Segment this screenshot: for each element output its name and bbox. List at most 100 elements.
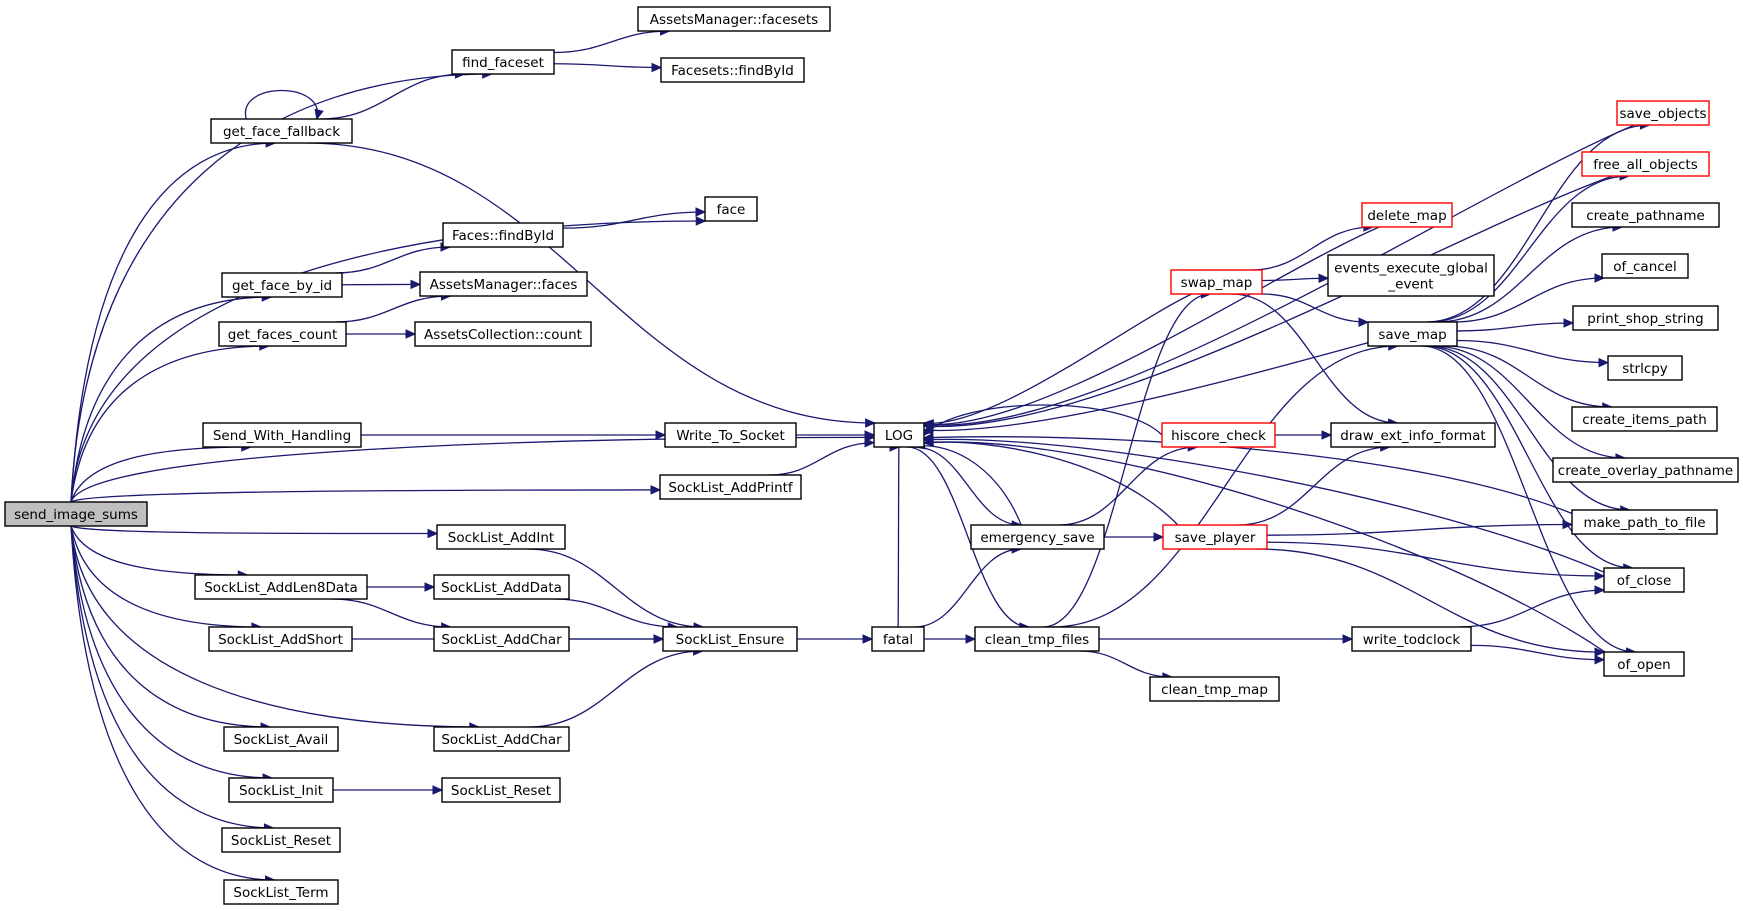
- node-label: save_objects: [1620, 106, 1707, 122]
- call-edge-get_face_fallback-to-get_face_fallback: [244, 89, 324, 121]
- function-node-log[interactable]: LOG: [873, 422, 925, 448]
- call-edge-send_image_sums-to-get_faces_count: [70, 341, 270, 503]
- call-edge-SockList_AddLen8Data-to-SockList_AddData: [367, 582, 436, 592]
- function-node-find-faceset[interactable]: find_faceset: [451, 49, 555, 75]
- node-box: [660, 57, 805, 83]
- arrowhead: [314, 108, 324, 121]
- function-node-delete-map[interactable]: delete_map: [1361, 202, 1453, 228]
- function-node-fatal[interactable]: fatal: [871, 626, 925, 652]
- node-box: [1603, 651, 1685, 677]
- node-box: [1572, 305, 1719, 331]
- function-node-socklist-addint[interactable]: SockList_AddInt: [436, 524, 566, 550]
- call-edge-free_all_objects-to-LOG: [922, 175, 1613, 432]
- function-node-hiscore-check[interactable]: hiscore_check: [1161, 422, 1276, 448]
- node-label: find_faceset: [462, 55, 544, 71]
- node-box: [433, 726, 570, 752]
- function-node-free-all-objects[interactable]: free_all_objects: [1581, 151, 1710, 177]
- call-edge-clean_tmp_files-to-write_todclock: [1098, 634, 1354, 644]
- function-node-events-execute-global-event[interactable]: events_execute_global_event: [1327, 254, 1495, 297]
- function-node-am-faces[interactable]: AssetsManager::faces: [419, 271, 588, 297]
- node-label: SockList_Init: [239, 783, 323, 799]
- function-node-get-face-fallback[interactable]: get_face_fallback: [210, 118, 353, 144]
- call-edge-fatal-to-clean_tmp_files: [923, 634, 977, 644]
- node-box: [662, 626, 798, 652]
- node-box: [871, 626, 925, 652]
- function-node-of-cancel[interactable]: of_cancel: [1601, 253, 1689, 279]
- call-edge-send_image_sums-to-SockList_AddLen8Data: [70, 525, 249, 580]
- function-node-print-shop-string[interactable]: print_shop_string: [1572, 305, 1719, 331]
- call-edge-hiscore_check-to-draw_ext_info_format: [1275, 430, 1333, 440]
- function-node-socklist-term[interactable]: SockList_Term: [223, 879, 339, 905]
- function-node-get-face-by-id[interactable]: get_face_by_id: [221, 272, 343, 298]
- function-node-of-close[interactable]: of_close: [1603, 567, 1685, 593]
- node-label: create_items_path: [1582, 412, 1707, 428]
- function-node-get-faces-count[interactable]: get_faces_count: [218, 321, 347, 347]
- function-node-strlcpy[interactable]: strlcpy: [1607, 355, 1683, 381]
- function-node-face[interactable]: face: [704, 196, 758, 222]
- node-box: [1616, 100, 1710, 126]
- function-node-socklist-init[interactable]: SockList_Init: [228, 777, 334, 803]
- function-node-emergency-save[interactable]: emergency_save: [970, 524, 1105, 550]
- node-label: free_all_objects: [1593, 157, 1698, 173]
- function-node-create-pathname[interactable]: create_pathname: [1571, 202, 1720, 228]
- node-box: [451, 49, 555, 75]
- node-label: SockList_AddChar: [441, 632, 562, 648]
- arrowhead: [862, 634, 874, 644]
- node-label: draw_ext_info_format: [1340, 428, 1485, 444]
- node-label: of_close: [1617, 573, 1672, 589]
- call-edge-send_image_sums-to-SockList_AddPrintf: [70, 485, 662, 503]
- function-node-make-path-to-file[interactable]: make_path_to_file: [1571, 509, 1718, 535]
- arrowhead: [1358, 317, 1370, 327]
- call-edge-get_face_fallback-to-LOG: [305, 142, 876, 428]
- node-label: AssetsCollection::count: [424, 327, 582, 343]
- function-node-clean-tmp-files[interactable]: clean_tmp_files: [974, 626, 1100, 652]
- function-node-socklist-addprintf[interactable]: SockList_AddPrintf: [659, 474, 802, 500]
- function-node-send-with-handling[interactable]: Send_With_Handling: [202, 422, 362, 448]
- function-node-ac-count[interactable]: AssetsCollection::count: [414, 321, 592, 347]
- function-node-am-facesets[interactable]: AssetsManager::facesets: [637, 6, 831, 32]
- node-box: [637, 6, 831, 32]
- function-node-send-image-sums[interactable]: send_image_sums: [4, 501, 148, 527]
- function-node-faces-findbyid[interactable]: Faces::findById: [442, 222, 564, 248]
- function-node-write-to-socket[interactable]: Write_To_Socket: [664, 422, 797, 448]
- call-edge-save_player-to-of_close: [1266, 541, 1606, 581]
- call-edge-save_map-to-of_cancel: [1453, 273, 1606, 323]
- function-node-socklist-addchar-a[interactable]: SockList_AddChar: [433, 626, 570, 652]
- function-node-socklist-adddata[interactable]: SockList_AddData: [433, 574, 570, 600]
- function-node-of-open[interactable]: of_open: [1603, 651, 1685, 677]
- function-node-save-player[interactable]: save_player: [1162, 524, 1268, 550]
- function-node-create-items-path[interactable]: create_items_path: [1571, 406, 1718, 432]
- function-node-write-todclock[interactable]: write_todclock: [1351, 626, 1472, 652]
- function-node-facesets-findbyid[interactable]: Facesets::findById: [660, 57, 805, 83]
- node-label: save_map: [1378, 327, 1446, 343]
- function-node-socklist-reset-a[interactable]: SockList_Reset: [441, 777, 561, 803]
- function-node-clean-tmp-map[interactable]: clean_tmp_map: [1149, 676, 1280, 702]
- function-node-socklist-addshort[interactable]: SockList_AddShort: [208, 626, 353, 652]
- call-edge-Send_With_Handling-to-Write_To_Socket: [361, 430, 667, 440]
- node-label: make_path_to_file: [1583, 515, 1705, 531]
- node-box: [1571, 202, 1720, 228]
- arrowhead: [427, 528, 439, 539]
- call-edge-SockList_AddData-to-SockList_Ensure: [554, 598, 679, 632]
- node-label: _event: [1387, 277, 1433, 293]
- node-label: face: [717, 202, 746, 218]
- node-label: clean_tmp_files: [985, 632, 1089, 648]
- node-label: AssetsManager::faces: [430, 277, 578, 293]
- function-node-socklist-addchar-b[interactable]: SockList_AddChar: [433, 726, 570, 752]
- function-node-socklist-avail[interactable]: SockList_Avail: [223, 726, 339, 752]
- function-node-socklist-reset-b[interactable]: SockList_Reset: [221, 827, 341, 853]
- function-node-draw-ext-info-format[interactable]: draw_ext_info_format: [1330, 422, 1496, 448]
- node-label: SockList_Ensure: [676, 632, 785, 648]
- function-node-create-overlay-pathname[interactable]: create_overlay_pathname: [1552, 457, 1739, 483]
- function-node-swap-map[interactable]: swap_map: [1170, 269, 1263, 295]
- function-node-socklist-addlen8data[interactable]: SockList_AddLen8Data: [194, 574, 368, 600]
- node-box: [873, 422, 925, 448]
- function-node-save-map[interactable]: save_map: [1367, 321, 1458, 347]
- function-node-socklist-ensure[interactable]: SockList_Ensure: [662, 626, 798, 652]
- call-edge-save_player-to-LOG: [922, 437, 1179, 526]
- arrowhead: [650, 485, 662, 495]
- node-label: Facesets::findById: [671, 63, 794, 79]
- arrowhead: [695, 207, 707, 217]
- function-node-save-objects[interactable]: save_objects: [1616, 100, 1710, 126]
